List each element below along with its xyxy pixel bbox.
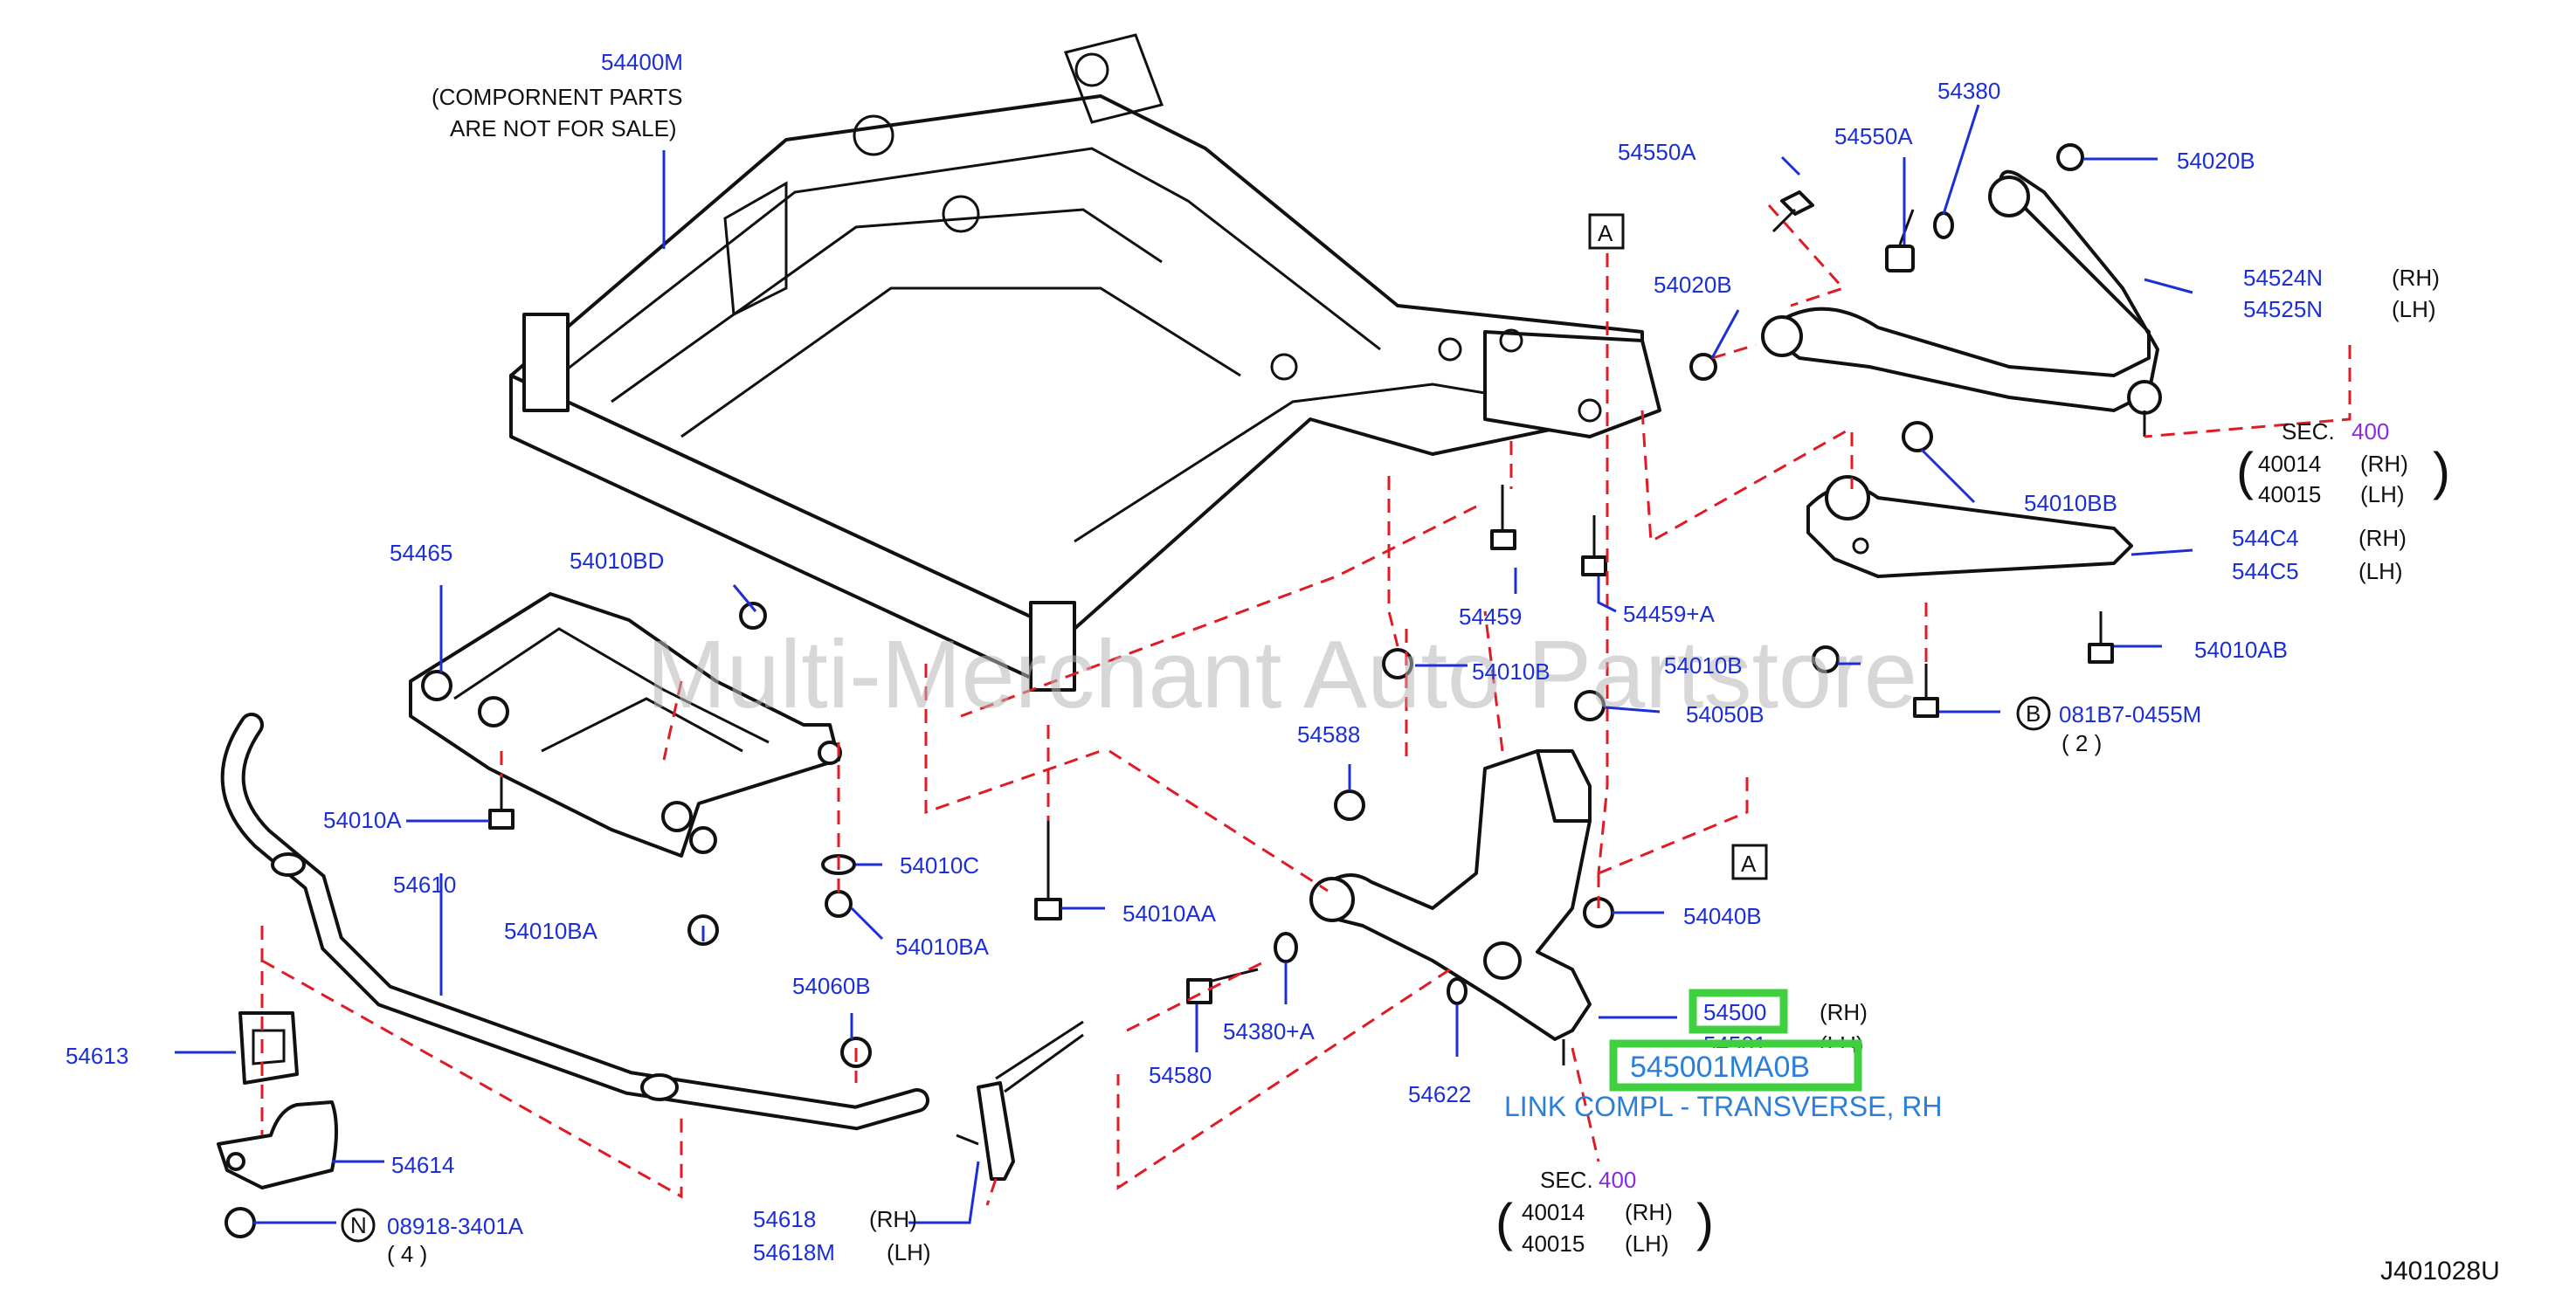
- label-54465[interactable]: 54465: [390, 540, 452, 566]
- label-40014-bottom: 40014: [1522, 1199, 1585, 1225]
- paren-open-top: (: [2236, 442, 2254, 500]
- label-54010BD[interactable]: 54010BD: [570, 548, 664, 574]
- label-54060B[interactable]: 54060B: [792, 973, 871, 999]
- upper-link-drawing: [1761, 169, 2162, 437]
- label-54618M-lh: (LH): [887, 1239, 931, 1265]
- front-suspension-member-drawing: [509, 33, 1661, 692]
- label-54400M-note-line2: ARE NOT FOR SALE): [450, 115, 677, 141]
- label-sec-top: SEC.: [2282, 418, 2335, 445]
- label-54618M[interactable]: 54618M: [753, 1239, 835, 1265]
- stabilizer-bar-drawing: [220, 713, 929, 1131]
- label-54010A[interactable]: 54010A: [323, 807, 402, 833]
- paren-close-bottom: ): [1696, 1193, 1714, 1251]
- label-54010AA[interactable]: 54010AA: [1122, 900, 1217, 927]
- label-54550A-right[interactable]: 54550A: [1834, 123, 1913, 149]
- label-40015-bottom-lh: (LH): [1625, 1231, 1669, 1257]
- label-54400M[interactable]: 54400M: [601, 49, 683, 75]
- label-sec-top-num[interactable]: 400: [2352, 418, 2389, 445]
- label-544C4[interactable]: 544C4: [2232, 525, 2299, 551]
- label-54020B-top[interactable]: 54020B: [2177, 148, 2255, 174]
- label-54010C[interactable]: 54010C: [900, 852, 979, 879]
- label-54614[interactable]: 54614: [391, 1152, 454, 1178]
- stabilizer-bushing-drawing: [238, 1011, 299, 1085]
- label-54459-a[interactable]: 54459+A: [1623, 601, 1715, 627]
- paren-close-top: ): [2433, 442, 2450, 500]
- label-54580[interactable]: 54580: [1149, 1062, 1212, 1088]
- highlight-box-54500: [1689, 989, 1788, 1034]
- watermark: Multi-Merchant Auto Partstore: [646, 621, 1917, 728]
- label-54459[interactable]: 54459: [1459, 603, 1522, 630]
- label-40014-top: 40014: [2258, 451, 2321, 477]
- highlighted-part-number[interactable]: 545001MA0B: [1630, 1051, 1810, 1084]
- lower-link-drawing: [1806, 475, 2133, 578]
- label-54622[interactable]: 54622: [1408, 1081, 1471, 1107]
- label-54400M-note-line1: (COMPORNENT PARTS: [432, 84, 682, 110]
- highlight-box-part-number: [1609, 1039, 1862, 1092]
- label-54618-rh: (RH): [869, 1206, 917, 1232]
- label-54020B-mid[interactable]: 54020B: [1654, 272, 1732, 298]
- label-54524N[interactable]: 54524N: [2243, 265, 2323, 291]
- label-40015-top: 40015: [2258, 481, 2321, 507]
- svg-text:A: A: [1741, 851, 1757, 877]
- transverse-link-drawing: [1309, 749, 1592, 1065]
- stabilizer-clamp-drawing: [217, 1100, 338, 1189]
- label-544C5[interactable]: 544C5: [2232, 558, 2299, 584]
- ref-mark-n: N: [341, 1208, 376, 1243]
- label-54010BA-right[interactable]: 54010BA: [895, 934, 990, 960]
- label-40015-bottom: 40015: [1522, 1231, 1585, 1257]
- label-54550A-left[interactable]: 54550A: [1618, 139, 1696, 165]
- highlight-box-fill: [1618, 1048, 1854, 1083]
- svg-text:N: N: [350, 1212, 367, 1238]
- label-081B7-qty: ( 2 ): [2061, 730, 2102, 756]
- label-081B7-0455M[interactable]: 081B7-0455M: [2059, 701, 2201, 727]
- highlighted-part-description: LINK COMPL - TRANSVERSE, RH: [1504, 1091, 1942, 1122]
- label-40015-top-lh: (LH): [2360, 481, 2405, 507]
- label-54618[interactable]: 54618: [753, 1206, 816, 1232]
- paren-open-bottom: (: [1495, 1193, 1513, 1251]
- drawing-id: J401028U: [2380, 1257, 2500, 1286]
- label-54525N[interactable]: 54525N: [2243, 296, 2323, 322]
- label-40014-bottom-rh: (RH): [1625, 1199, 1673, 1225]
- stabilizer-link-drawing: [956, 1020, 1084, 1181]
- label-54050B[interactable]: 54050B: [1686, 701, 1765, 727]
- label-544C4-rh: (RH): [2358, 525, 2407, 551]
- ref-mark-b: B: [2016, 696, 2051, 731]
- label-54010BA-left[interactable]: 54010BA: [504, 918, 598, 944]
- label-54010B-right[interactable]: 54010B: [1664, 652, 1743, 679]
- label-54010B-left[interactable]: 54010B: [1472, 658, 1550, 685]
- label-54040B[interactable]: 54040B: [1683, 903, 1762, 929]
- label-54500[interactable]: 54500: [1703, 999, 1766, 1025]
- svg-text:B: B: [2026, 700, 2041, 727]
- label-54524N-rh: (RH): [2392, 265, 2440, 291]
- fasteners-drawing: [224, 143, 2114, 1238]
- label-54610[interactable]: 54610: [393, 872, 456, 898]
- label-sec-bottom: SEC.: [1540, 1167, 1593, 1193]
- label-54525N-lh: (LH): [2392, 296, 2436, 322]
- member-support-drawing: [409, 592, 842, 858]
- label-54613[interactable]: 54613: [66, 1043, 128, 1069]
- ref-mark-a-top: A: [1588, 213, 1625, 250]
- label-54380-a[interactable]: 54380+A: [1223, 1018, 1315, 1044]
- label-54380[interactable]: 54380: [1937, 78, 2000, 104]
- label-54010BB[interactable]: 54010BB: [2024, 490, 2117, 516]
- label-08918-3401A[interactable]: 08918-3401A: [387, 1213, 524, 1239]
- label-54588[interactable]: 54588: [1297, 721, 1360, 748]
- label-08918-qty: ( 4 ): [387, 1241, 427, 1267]
- label-sec-bottom-num[interactable]: 400: [1599, 1167, 1636, 1193]
- assembly-dashed-lines: [260, 203, 2352, 1206]
- label-544C5-lh: (LH): [2358, 558, 2403, 584]
- leader-lines: [175, 104, 2193, 1224]
- svg-text:A: A: [1598, 220, 1613, 246]
- label-54010AB[interactable]: 54010AB: [2194, 637, 2288, 663]
- label-54500-rh: (RH): [1820, 999, 1868, 1025]
- label-40014-top-rh: (RH): [2360, 451, 2408, 477]
- ref-mark-a-bottom: A: [1731, 844, 1768, 880]
